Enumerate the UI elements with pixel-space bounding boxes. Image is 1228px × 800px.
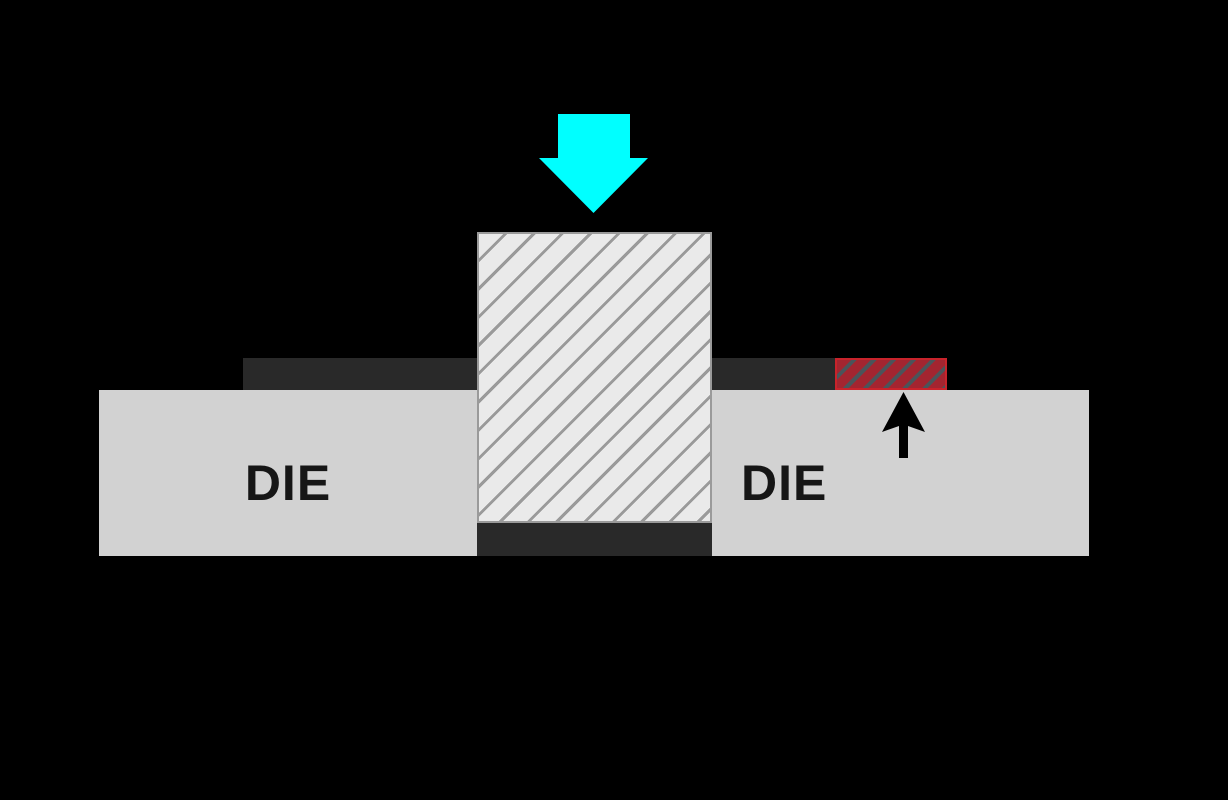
punch-body: [477, 232, 712, 523]
stock-strip-left: [243, 358, 477, 390]
stock-strip-right: [712, 358, 835, 390]
die-label-right: DIE: [741, 455, 828, 511]
red-hatched-insert: [835, 358, 947, 390]
blanked-slug: [477, 523, 712, 556]
die-label-left: DIE: [244, 455, 332, 511]
punch-force-down-arrow-icon: [539, 114, 648, 213]
ejection-up-arrow-icon: [882, 392, 925, 458]
die-block-left: [99, 390, 477, 556]
